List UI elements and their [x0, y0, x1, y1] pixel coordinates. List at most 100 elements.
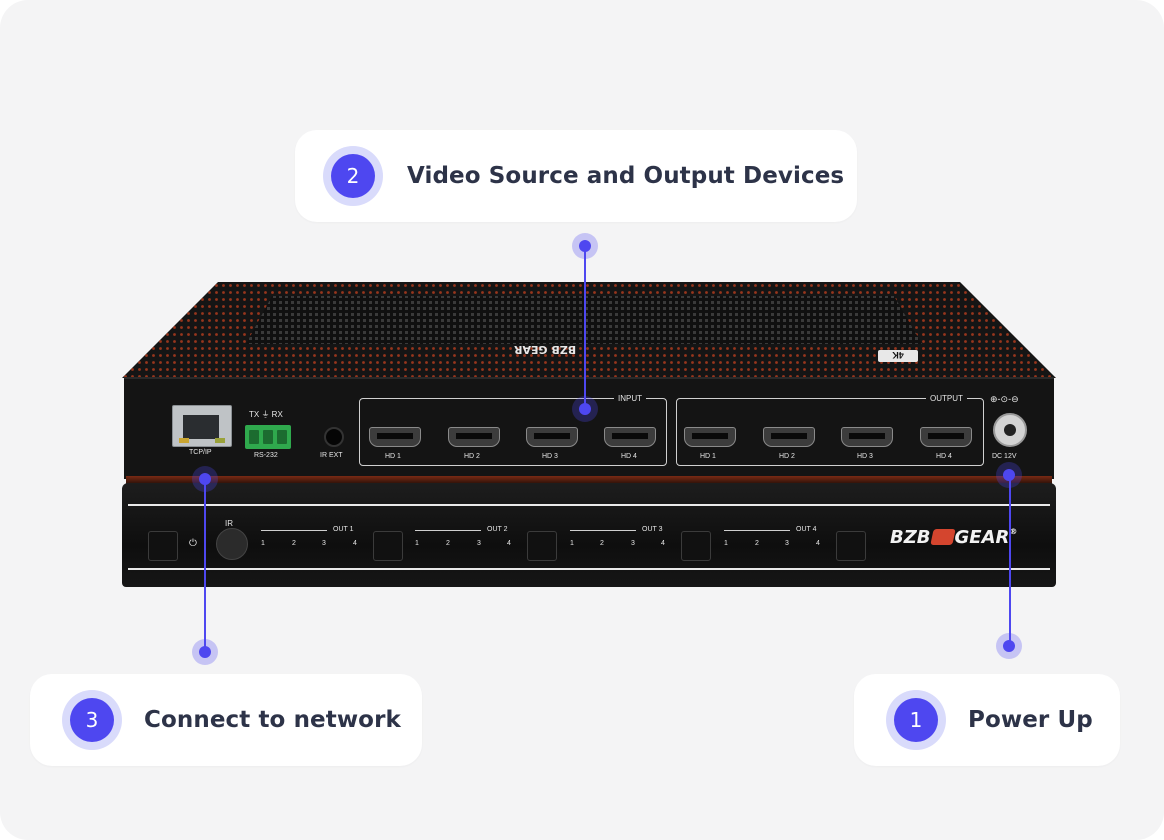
rs232-label: RS-232	[254, 452, 278, 459]
out-number: 4	[661, 540, 665, 547]
rs232-pin-labels: TX ⏚ RX	[249, 410, 283, 419]
out-label: OUT 1	[333, 526, 354, 533]
front-stripe-bottom	[128, 568, 1050, 570]
output-port-label: HD 3	[857, 453, 873, 460]
input-port-label: HD 3	[542, 453, 558, 460]
brand-mark-icon	[929, 529, 956, 545]
marker-dot-network-port	[192, 466, 218, 492]
power-button[interactable]	[148, 531, 178, 561]
out-divider	[261, 530, 327, 531]
out-number: 3	[631, 540, 635, 547]
callout-video-devices: 2 Video Source and Output Devices	[295, 130, 857, 222]
marker-dot-video-input	[572, 396, 598, 422]
power-icon: ⏻	[189, 538, 197, 549]
callout-label: Power Up	[968, 707, 1093, 733]
output-hdmi-port[interactable]	[920, 427, 972, 447]
input-group	[359, 398, 667, 466]
rs232-pin-tx	[249, 430, 259, 444]
output-port-label: HD 2	[779, 453, 795, 460]
out-divider	[415, 530, 481, 531]
step-number: 1	[894, 698, 938, 742]
output-hdmi-port[interactable]	[684, 427, 736, 447]
ir-label: IR	[225, 519, 233, 528]
out-number: 3	[785, 540, 789, 547]
out-number: 1	[261, 540, 265, 547]
out-number: 4	[353, 540, 357, 547]
out-number: 3	[477, 540, 481, 547]
brand-logo: BZB GEAR®	[890, 527, 1017, 548]
out1-select-button[interactable]	[373, 531, 403, 561]
connector-line-network	[204, 478, 206, 652]
ethernet-port-socket	[183, 415, 219, 439]
out-number: 2	[292, 540, 296, 547]
device-top-cover	[122, 282, 1056, 378]
link-led	[179, 438, 189, 443]
dc-power-jack[interactable]	[993, 413, 1027, 447]
step-number: 3	[70, 698, 114, 742]
input-port-label: HD 4	[621, 453, 637, 460]
out-number: 2	[446, 540, 450, 547]
out-number: 1	[415, 540, 419, 547]
marker-dot-network-bottom	[192, 639, 218, 665]
brand-logo-right: GEAR	[954, 527, 1010, 548]
out-number: 4	[816, 540, 820, 547]
chassis-edge	[126, 476, 1052, 484]
input-hdmi-port[interactable]	[604, 427, 656, 447]
out-number: 2	[755, 540, 759, 547]
out-number: 4	[507, 540, 511, 547]
marker-dot-power-bottom	[996, 633, 1022, 659]
out3-select-button[interactable]	[681, 531, 711, 561]
step-badge: 3	[62, 690, 122, 750]
rs232-pin-ground	[263, 430, 273, 444]
connector-line-power	[1009, 475, 1011, 646]
out-divider	[724, 530, 790, 531]
output-group	[676, 398, 984, 466]
step-badge: 1	[886, 690, 946, 750]
output-group-label: OUTPUT	[926, 394, 967, 403]
out2-select-button[interactable]	[527, 531, 557, 561]
rs232-port[interactable]	[245, 425, 291, 449]
input-group-label: INPUT	[614, 394, 646, 403]
ir-ext-label: IR EXT	[320, 452, 343, 459]
input-port-label: HD 1	[385, 453, 401, 460]
out-label: OUT 3	[642, 526, 663, 533]
tcpip-label: TCP/IP	[189, 449, 212, 456]
ir-sensor-window	[216, 528, 248, 560]
out-number: 1	[724, 540, 728, 547]
step-number: 2	[331, 154, 375, 198]
front-panel	[122, 483, 1056, 587]
rs232-pin-rx	[277, 430, 287, 444]
input-hdmi-port[interactable]	[526, 427, 578, 447]
ir-ext-jack[interactable]	[324, 427, 344, 447]
out-divider	[570, 530, 636, 531]
callout-label: Connect to network	[144, 707, 401, 733]
input-port-label: HD 2	[464, 453, 480, 460]
output-port-label: HD 4	[936, 453, 952, 460]
4k-badge-text: 4K	[892, 350, 904, 360]
callout-label: Video Source and Output Devices	[407, 163, 845, 189]
out-number: 2	[600, 540, 604, 547]
out-label: OUT 2	[487, 526, 508, 533]
out-number: 3	[322, 540, 326, 547]
output-hdmi-port[interactable]	[763, 427, 815, 447]
step-badge: 2	[323, 146, 383, 206]
callout-power: 1 Power Up	[854, 674, 1120, 766]
ethernet-port[interactable]	[172, 405, 232, 447]
callout-network: 3 Connect to network	[30, 674, 422, 766]
output-port-label: HD 1	[700, 453, 716, 460]
output-hdmi-port[interactable]	[841, 427, 893, 447]
out4-select-button[interactable]	[836, 531, 866, 561]
out-label: OUT 4	[796, 526, 817, 533]
input-hdmi-port[interactable]	[369, 427, 421, 447]
4k-badge: 4K	[878, 350, 918, 362]
input-hdmi-port[interactable]	[448, 427, 500, 447]
marker-dot-power-port	[996, 462, 1022, 488]
front-stripe-top	[128, 504, 1050, 506]
brand-registered: ®	[1009, 527, 1018, 536]
connector-line-video	[584, 246, 586, 409]
out-number: 1	[570, 540, 574, 547]
polarity-icon: ⊕-⊙-⊖	[990, 394, 1019, 404]
brand-logo-left: BZB	[890, 527, 931, 548]
dc-power-label: DC 12V	[992, 453, 1017, 460]
